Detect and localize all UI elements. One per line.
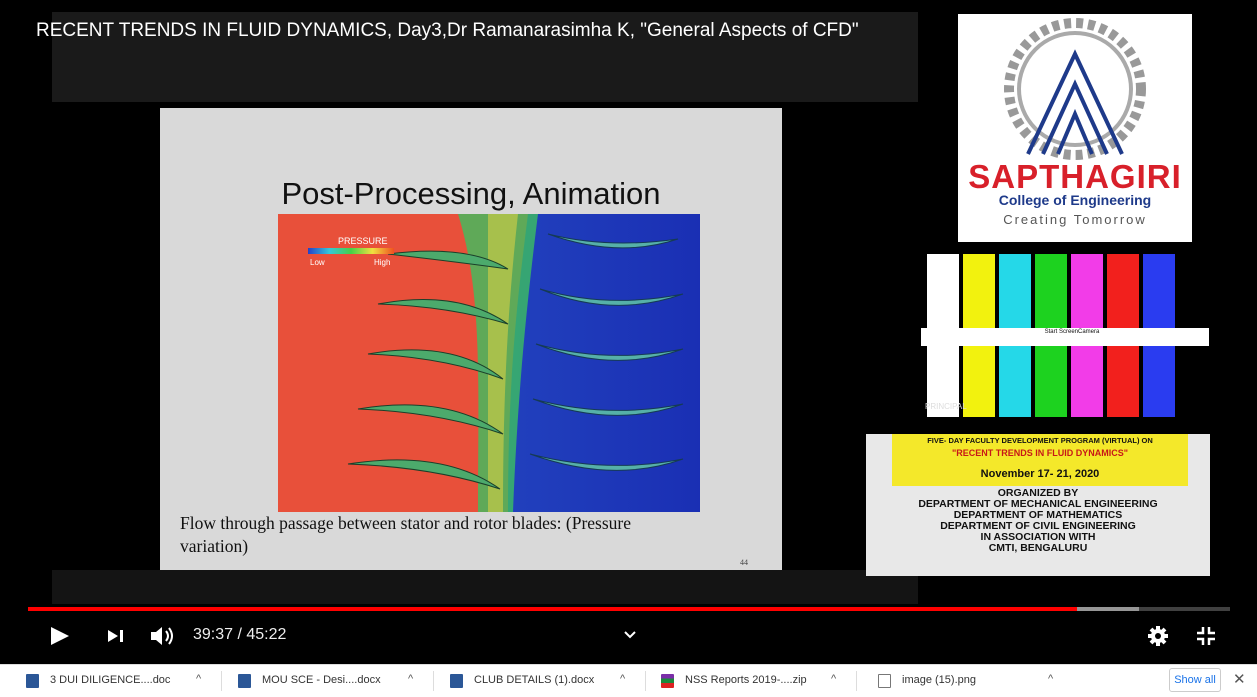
event-info-panel: FIVE- DAY FACULTY DEVELOPMENT PROGRAM (V… <box>866 434 1210 576</box>
event-name: "RECENT TRENDS IN FLUID DYNAMICS" <box>951 448 1129 458</box>
organizer-line: IN ASSOCIATION WITH <box>980 531 1096 543</box>
video-player[interactable]: Post-Processing, Animation <box>0 0 1257 664</box>
camera-test-card: Start ScreenCamera PRINCIPAL <box>921 254 1209 417</box>
caret-up-icon[interactable]: ^ <box>1048 673 1054 685</box>
caption-band <box>52 570 918 604</box>
download-filename: MOU SCE - Desi....docx <box>262 674 381 686</box>
close-icon[interactable]: ✕ <box>1233 671 1246 688</box>
program-text: FIVE- DAY FACULTY DEVELOPMENT PROGRAM (V… <box>927 436 1153 445</box>
play-icon <box>51 627 69 645</box>
word-doc-icon <box>450 674 463 688</box>
pressure-legend: PRESSURE Low High <box>302 234 410 274</box>
college-logo: SAPTHAGIRI College of Engineering Creati… <box>958 14 1192 242</box>
screen-camera-label: Start ScreenCamera <box>1044 329 1100 335</box>
download-item[interactable]: 3 DUI DILIGENCE....doc ^ <box>26 665 226 697</box>
time-display: 39:37 / 45:22 <box>193 626 287 643</box>
downloads-bar: 3 DUI DILIGENCE....doc ^ MOU SCE - Desi.… <box>0 664 1257 697</box>
turbine-blade-graphic <box>278 214 700 512</box>
caret-up-icon[interactable]: ^ <box>831 673 837 685</box>
caret-up-icon[interactable]: ^ <box>620 673 626 685</box>
principal-label: PRINCIPAL <box>925 402 967 411</box>
cfd-pressure-image: PRESSURE Low High <box>278 214 700 512</box>
next-icon <box>108 630 123 642</box>
volume-button[interactable] <box>148 622 178 650</box>
download-filename: CLUB DETAILS (1).docx <box>474 674 595 686</box>
video-title: RECENT TRENDS IN FLUID DYNAMICS, Day3,Dr… <box>36 20 859 41</box>
settings-button[interactable] <box>1146 622 1170 650</box>
logo-name: SAPTHAGIRI <box>968 158 1182 195</box>
download-filename: NSS Reports 2019-....zip <box>685 674 807 686</box>
show-all-button[interactable]: Show all <box>1169 668 1221 692</box>
download-filename: 3 DUI DILIGENCE....doc <box>50 674 171 686</box>
progress-bar[interactable] <box>28 607 1230 611</box>
download-item[interactable]: NSS Reports 2019-....zip ^ <box>661 665 861 697</box>
volume-icon <box>151 627 173 645</box>
word-doc-icon <box>238 674 251 688</box>
organizer-line: DEPARTMENT OF CIVIL ENGINEERING <box>940 520 1136 532</box>
download-filename: image (15).png <box>902 674 976 686</box>
organizer-line: CMTI, BENGALURU <box>988 542 1088 554</box>
organizer-line: ORGANIZED BY <box>997 487 1079 499</box>
caret-up-icon[interactable]: ^ <box>408 673 414 685</box>
legend-high-label: High <box>374 258 391 267</box>
image-file-icon <box>878 674 891 688</box>
gear-logo-icon <box>1004 18 1146 160</box>
settings-icon <box>1148 626 1168 646</box>
title-band <box>52 12 918 102</box>
legend-color-bar <box>308 248 394 254</box>
chevron-down-icon <box>624 631 636 639</box>
legend-title: PRESSURE <box>338 236 388 246</box>
exit-fullscreen-button[interactable] <box>1194 622 1218 650</box>
progress-played <box>28 607 1078 611</box>
logo-tagline: Creating Tomorrow <box>1003 212 1147 227</box>
download-item[interactable]: image (15).png ^ <box>878 665 1078 697</box>
organizers-list: ORGANIZED BY DEPARTMENT OF MECHANICAL EN… <box>866 488 1210 554</box>
start-screen-camera-button[interactable]: Start ScreenCamera <box>921 328 1209 346</box>
logo-college: College of Engineering <box>998 192 1152 208</box>
more-options-button[interactable] <box>620 622 640 650</box>
organizer-line: DEPARTMENT OF MATHEMATICS <box>953 509 1123 521</box>
download-item[interactable]: CLUB DETAILS (1).docx ^ <box>450 665 650 697</box>
slide-page-number: 44 <box>740 558 748 567</box>
divider <box>645 671 646 691</box>
slide-caption: Flow through passage between stator and … <box>180 513 632 556</box>
slide-title: Post-Processing, Animation <box>281 176 661 211</box>
play-button[interactable] <box>48 622 72 650</box>
caret-up-icon[interactable]: ^ <box>196 673 202 685</box>
event-banner: FIVE- DAY FACULTY DEVELOPMENT PROGRAM (V… <box>892 434 1188 486</box>
divider <box>856 671 857 691</box>
download-item[interactable]: MOU SCE - Desi....docx ^ <box>238 665 438 697</box>
zip-archive-icon <box>661 674 674 688</box>
event-date: November 17- 21, 2020 <box>980 468 1100 480</box>
organizer-line: DEPARTMENT OF MECHANICAL ENGINEERING <box>918 498 1158 510</box>
exit-fullscreen-icon <box>1197 627 1215 645</box>
divider <box>433 671 434 691</box>
presentation-slide: Post-Processing, Animation <box>160 108 782 570</box>
divider <box>221 671 222 691</box>
legend-low-label: Low <box>310 258 325 267</box>
next-button[interactable] <box>104 622 128 650</box>
word-doc-icon <box>26 674 39 688</box>
